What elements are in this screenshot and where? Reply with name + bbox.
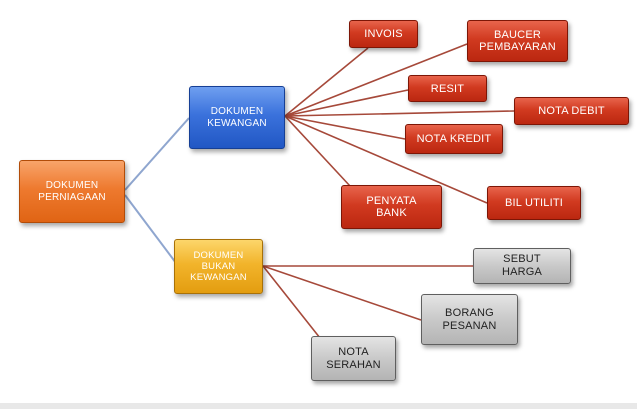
node-dokumen-bukan-kewangan: DOKUMEN BUKAN KEWANGAN xyxy=(174,239,263,294)
node-nota-debit: NOTA DEBIT xyxy=(514,97,629,125)
node-borang-pesanan: BORANG PESANAN xyxy=(421,294,518,345)
connector-nota-serahan xyxy=(262,265,321,339)
connector-nota-debit xyxy=(284,110,515,117)
node-invois: INVOIS xyxy=(349,20,418,48)
connector-bil-utiliti xyxy=(284,115,488,204)
connector-penyata xyxy=(284,115,351,187)
bottom-divider xyxy=(0,403,637,409)
node-dokumen-perniagaan: DOKUMEN PERNIAGAAN xyxy=(19,160,125,223)
root-connectors xyxy=(124,117,190,264)
node-nota-serahan: NOTA SERAHAN xyxy=(311,336,396,381)
connector-borang xyxy=(262,265,422,321)
connector-invois xyxy=(284,47,369,117)
financial-connectors xyxy=(284,43,515,204)
node-sebut-harga: SEBUT HARGA xyxy=(473,248,571,284)
connector-baucer xyxy=(284,43,468,117)
node-dokumen-kewangan: DOKUMEN KEWANGAN xyxy=(189,86,285,149)
connector-nota-kredit xyxy=(284,115,406,140)
connector-root-financial xyxy=(124,117,190,191)
connector-resit xyxy=(284,89,409,117)
node-resit: RESIT xyxy=(408,75,487,102)
non-financial-connectors xyxy=(262,265,473,339)
node-nota-kredit: NOTA KREDIT xyxy=(405,124,503,154)
node-penyata-bank: PENYATA BANK xyxy=(341,185,442,229)
node-bil-utiliti: BIL UTILITI xyxy=(487,186,581,220)
node-baucer-pembayaran: BAUCER PEMBAYARAN xyxy=(467,20,568,62)
connector-root-non-financial xyxy=(124,194,177,264)
